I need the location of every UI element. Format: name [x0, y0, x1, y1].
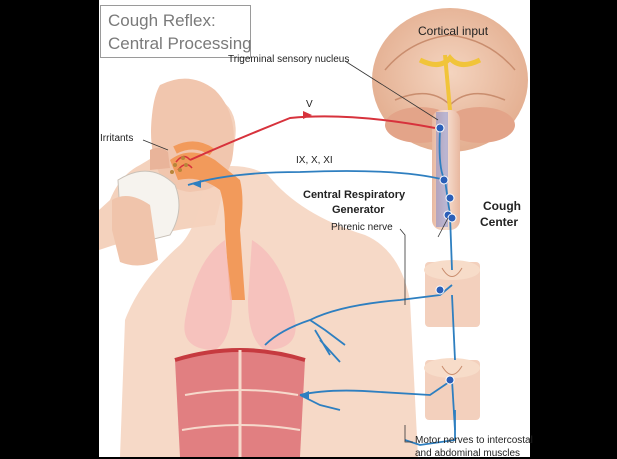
- label-irritants: Irritants: [100, 134, 133, 144]
- title-line-2: Central Processing: [108, 34, 252, 54]
- label-motor-nerves-2: and abdominal muscles: [415, 449, 520, 459]
- title-line-1: Cough Reflex:: [108, 11, 216, 31]
- spinal-cord-section-upper: [424, 260, 480, 327]
- label-generator: Generator: [332, 205, 385, 216]
- label-nerves-ix-x-xi: IX, X, XI: [296, 156, 333, 166]
- label-cortical-input: Cortical input: [418, 25, 488, 37]
- label-motor-nerves-1: Motor nerves to intercostal: [415, 436, 533, 446]
- label-cough: Cough: [483, 200, 521, 212]
- title-box: Cough Reflex: Central Processing: [100, 5, 251, 58]
- label-trigeminal-nucleus: Trigeminal sensory nucleus: [228, 55, 349, 65]
- right-margin: [530, 0, 617, 457]
- label-center: Center: [480, 216, 518, 228]
- label-nerve-v: V: [306, 100, 313, 110]
- abdominal-muscles: [175, 350, 305, 457]
- label-phrenic-nerve: Phrenic nerve: [331, 223, 393, 233]
- label-central-respiratory: Central Respiratory: [303, 190, 405, 201]
